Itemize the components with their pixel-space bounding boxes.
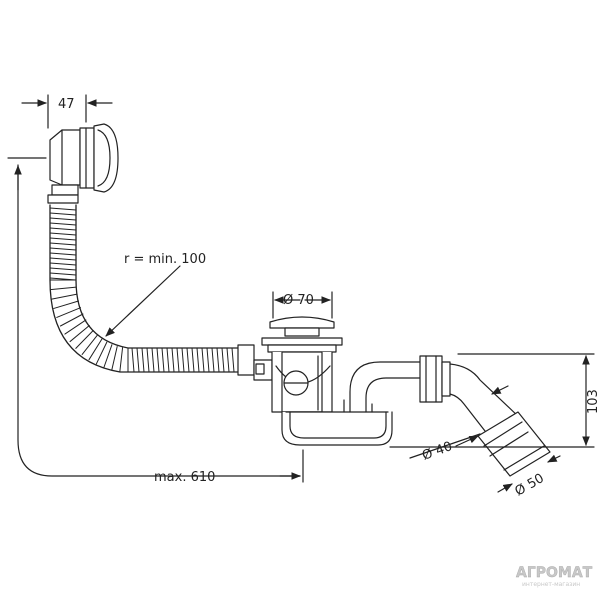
dim-103-label: 103 (586, 389, 600, 414)
dim-40-lines (409, 385, 509, 459)
dim-103-lines (389, 353, 595, 448)
watermark-tagline: интернет-магазин (522, 581, 580, 588)
hose-rib (64, 319, 87, 335)
hose-rib (166, 347, 170, 373)
watermark-brand: АГРОМАТ (516, 565, 593, 581)
hose-rib (156, 347, 160, 373)
hose-rib (181, 347, 185, 373)
hose-rib (221, 347, 225, 373)
hose-rib (206, 347, 210, 373)
hose-rib (151, 347, 155, 373)
hose-connector (237, 344, 273, 381)
hose-rib (95, 341, 108, 365)
hose-rib (49, 247, 77, 251)
hose-rib (196, 347, 200, 373)
dim-70-label: Ø 70 (283, 293, 314, 308)
hose-rib (103, 344, 113, 368)
dim-47-label: 47 (58, 97, 75, 112)
hose-rib (49, 272, 77, 276)
hose-rib (69, 325, 90, 343)
hose-rib (49, 286, 77, 291)
hose-rib (75, 330, 94, 349)
dim-610-label: max. 610 (154, 470, 215, 485)
hose-rib (146, 347, 150, 373)
dim-610-lines (7, 157, 304, 483)
hose-rib (176, 347, 180, 373)
radius-label: r = min. 100 (124, 252, 206, 267)
dim-50-lines (497, 454, 561, 493)
overflow-head (47, 123, 119, 204)
hose-rib (49, 227, 77, 231)
hose-rib (59, 313, 84, 327)
hose-rib (49, 242, 77, 246)
hose-rib (49, 262, 77, 266)
hose-rib (201, 347, 205, 373)
dim-70-lines (272, 291, 333, 319)
hose-rib (136, 347, 140, 373)
radius-leader (105, 265, 181, 337)
hose-rib (49, 207, 77, 211)
union-nut (419, 355, 451, 403)
hose-rib (226, 347, 230, 373)
hose-rib (141, 347, 145, 373)
hose-rib (49, 232, 77, 236)
hose-rib (186, 347, 190, 373)
hose-rib (49, 252, 77, 256)
hose-rib (56, 307, 81, 318)
hose-rib (49, 267, 77, 271)
hose-rib (211, 347, 215, 373)
hose-rib (191, 347, 195, 373)
hose-rib (49, 217, 77, 221)
hose-rib (49, 222, 77, 226)
dim-47-lines (21, 94, 113, 129)
siphon-trap (281, 361, 427, 446)
hose-rib (53, 300, 80, 309)
hose-rib (231, 347, 235, 373)
hose-rib (51, 293, 78, 300)
hose-rib (49, 257, 77, 261)
hose-rib (161, 347, 165, 373)
hose-rib (131, 347, 135, 373)
outlet-elbow (449, 363, 551, 477)
dim-40-label: Ø 40 (420, 439, 454, 464)
hose-rib (171, 347, 175, 373)
corrugated-hose (49, 204, 241, 373)
hose-rib (119, 347, 124, 372)
watermark-logo: АГРОМАТ интернет-магазин (516, 565, 593, 588)
hose-rib (216, 347, 220, 373)
drain-plug (261, 316, 343, 413)
hose-rib (49, 212, 77, 216)
hose-rib (49, 237, 77, 241)
hose-rib (111, 346, 118, 371)
dim-50-label: Ø 50 (513, 471, 547, 499)
hose-rib (88, 338, 103, 361)
hose-rib (81, 334, 98, 355)
